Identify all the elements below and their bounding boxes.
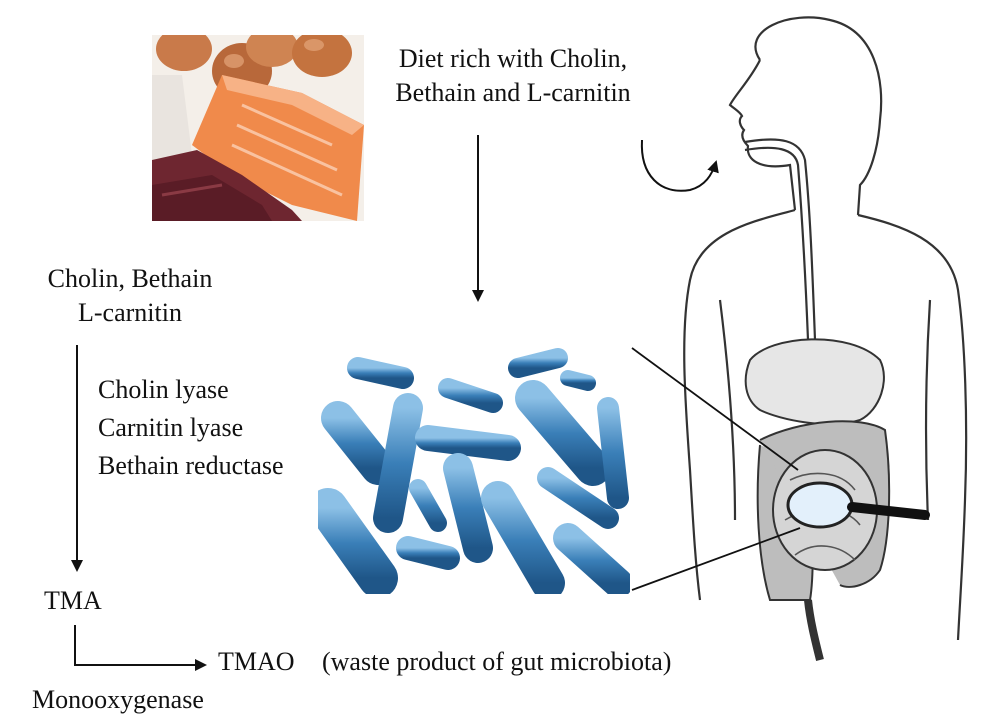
tma-label: TMA: [44, 586, 102, 615]
magnifier-handle: [847, 502, 930, 520]
egg: [246, 35, 298, 67]
zoom-line-bottom: [631, 527, 801, 591]
monooxygenase-label: Monooxygenase: [32, 685, 204, 714]
enzyme-cholin-lyase: Cholin lyase: [98, 375, 229, 404]
enzymes-list: Cholin lyase Carnitin lyase Bethain redu…: [98, 373, 284, 483]
substrates-line2: L-carnitin: [78, 298, 182, 327]
bacteria-image: [318, 348, 630, 594]
food-photo: [152, 35, 364, 221]
diet-label: Diet rich with Cholin, Bethain and L-car…: [378, 42, 648, 110]
tma-to-tmao-arrow: [74, 625, 207, 671]
substrates-line1: Cholin, Bethain: [47, 264, 213, 293]
enzyme-carnitin-lyase: Carnitin lyase: [98, 413, 244, 442]
gut-organs: [744, 338, 930, 661]
diet-label-line2: Bethain and L-carnitin: [395, 78, 631, 107]
zoom-line-top: [631, 347, 799, 471]
tmao-label: TMAO: [218, 647, 295, 676]
ingestion-arrow: [640, 139, 719, 192]
egg: [156, 35, 212, 71]
enzyme-bethain-reductase: Bethain reductase: [98, 451, 284, 480]
human-body-outline: [683, 16, 968, 641]
magnifier-lens: [786, 481, 854, 529]
tmao-note: (waste product of gut microbiota): [322, 647, 672, 676]
diet-label-line1: Diet rich with Cholin,: [398, 44, 628, 73]
substrates-label: Cholin, Bethain L-carnitin: [30, 262, 230, 330]
